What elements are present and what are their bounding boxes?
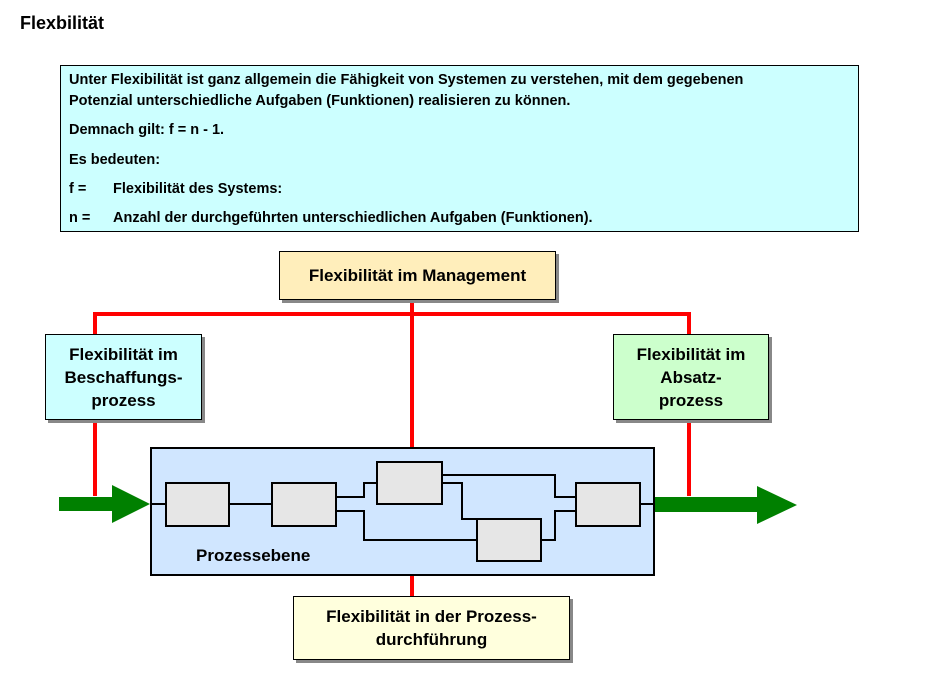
process-wiring xyxy=(151,474,654,541)
management-box: Flexibilität im Management xyxy=(279,251,556,300)
output-arrow xyxy=(655,486,797,524)
absatz-line-1: Flexibilität im xyxy=(636,344,746,364)
beschaffung-line-2: Beschaffungs- xyxy=(64,367,183,387)
page-title: Flexbilität xyxy=(20,13,105,33)
absatz-box: Flexibilität im Absatz- prozess xyxy=(613,334,769,420)
definition-box: Unter Flexibilität ist ganz allgemein di… xyxy=(60,65,859,232)
definition-line-2: Potenzial unterschiedliche Aufgaben (Fun… xyxy=(69,93,571,109)
beschaffung-box: Flexibilität im Beschaffungs- prozess xyxy=(45,334,202,420)
meaning-intro: Es bedeuten: xyxy=(69,152,161,168)
term-f: f = Flexibilität des Systems: xyxy=(69,181,282,197)
connector-top xyxy=(93,312,691,335)
process-step-5 xyxy=(575,482,641,527)
term-n: n = Anzahl der durchgeführten unterschied… xyxy=(69,210,593,226)
term-symbol: f = xyxy=(69,181,87,197)
absatz-line-2: Absatz- xyxy=(660,367,722,387)
input-arrow xyxy=(59,485,150,523)
formula: Demnach gilt: f = n - 1. xyxy=(69,122,225,138)
durchfuehrung-box: Flexibilität in der Prozess- durchführun… xyxy=(293,596,570,660)
process-step-2 xyxy=(271,482,337,527)
process-step-1 xyxy=(165,482,230,527)
durchfuehrung-line-1: Flexibilität in der Prozess- xyxy=(326,607,537,626)
process-step-3 xyxy=(376,461,443,505)
term-symbol: n = xyxy=(69,210,91,226)
beschaffung-line-1: Flexibilität im xyxy=(69,344,178,364)
management-label: Flexibilität im Management xyxy=(308,266,527,285)
process-level-label: Prozessebene xyxy=(196,546,311,565)
durchfuehrung-line-2: durchführung xyxy=(375,630,488,649)
term-text: Anzahl der durchgeführten unterschiedlic… xyxy=(113,210,593,226)
beschaffung-line-3: prozess xyxy=(91,390,156,410)
absatz-line-3: prozess xyxy=(658,390,724,410)
process-step-4 xyxy=(476,518,542,562)
definition-line-1: Unter Flexibilität ist ganz allgemein di… xyxy=(69,72,744,88)
term-text: Flexibilität des Systems: xyxy=(113,181,283,197)
